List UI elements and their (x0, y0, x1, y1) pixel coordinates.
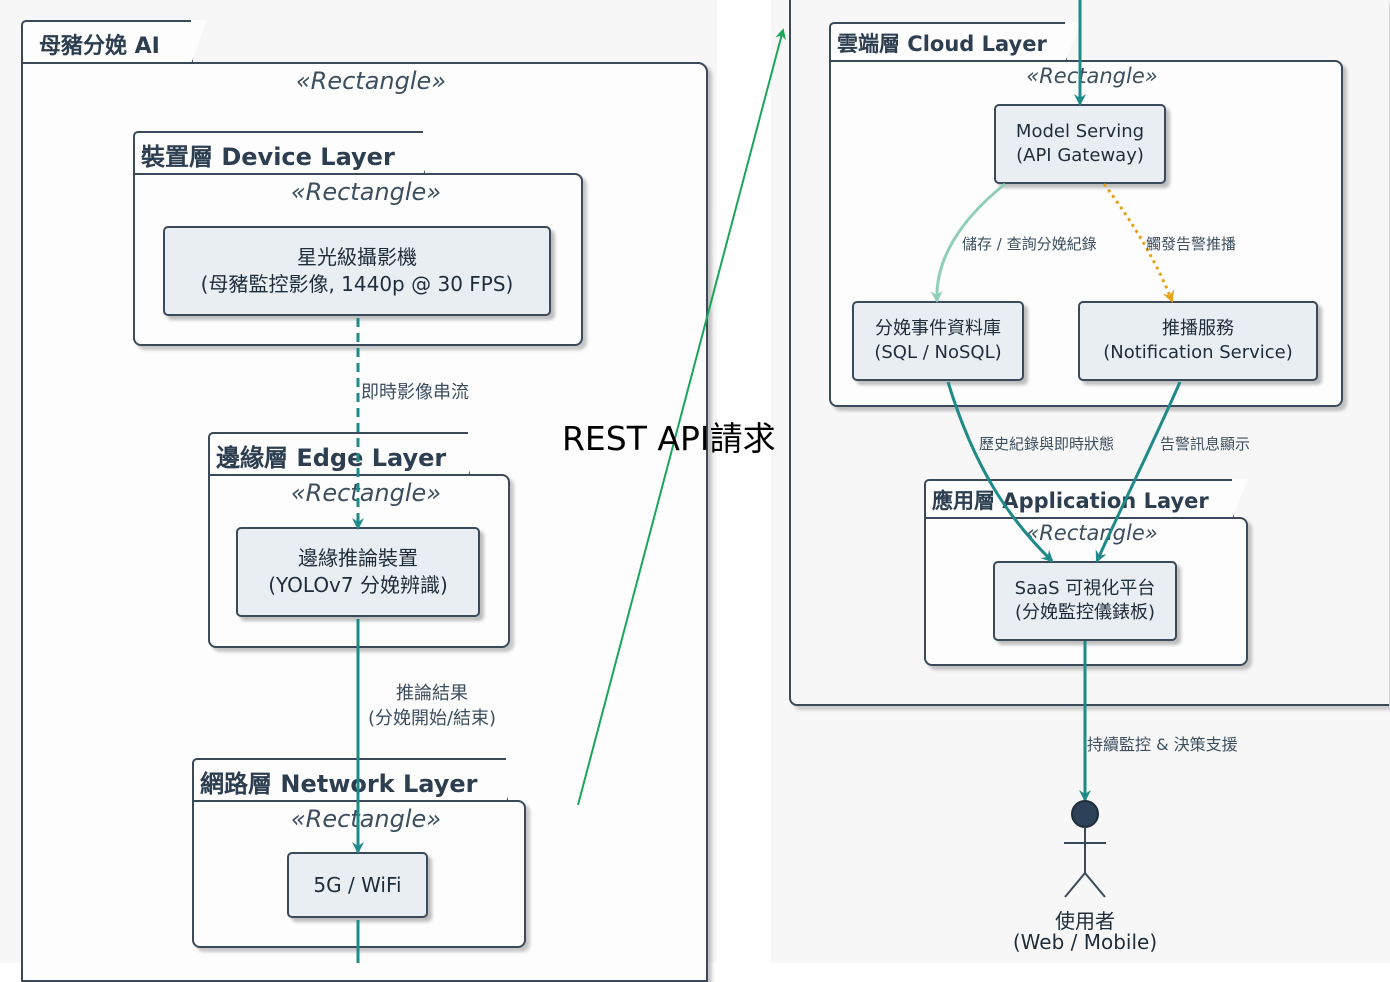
notification-service-node-name: 推播服務 (1162, 318, 1234, 339)
event-database-node-name: 分娩事件資料庫 (875, 318, 1001, 339)
application-layer-stereotype: «Rectangle» (1026, 521, 1158, 545)
saas-platform-node: SaaS 可視化平台 (分娩監控儀錶板) (993, 561, 1177, 641)
network-node: 5G / WiFi (287, 852, 428, 918)
outer-package-title: 母豬分娩 AI (39, 34, 160, 59)
application-layer-tab: 應用層 Application Layer (924, 479, 1248, 519)
trigger-alert-edge (1102, 183, 1174, 303)
application-layer-title: 應用層 Application Layer (932, 489, 1209, 513)
event-database-node-detail: (SQL / NoSQL) (874, 342, 1002, 363)
network-layer-stereotype: «Rectangle» (290, 805, 442, 833)
api-gateway-node-name: Model Serving (1015, 121, 1145, 142)
cloud-layer-title: 雲端層 Cloud Layer (837, 32, 1047, 56)
device-layer-tab: 裝置層 Device Layer (133, 131, 439, 175)
actor-name: 使用者 (1055, 909, 1115, 933)
camera-node-detail: (母豬監控影像, 1440p @ 30 FPS) (200, 272, 514, 296)
alert-msg-edge (1095, 381, 1182, 563)
result-label-line1: 推論結果 (396, 683, 468, 704)
network-node-name: 5G / WiFi (313, 873, 402, 897)
rest-api-request-label: REST API請求 (562, 419, 776, 458)
camera-node-name: 星光級攝影機 (297, 245, 417, 269)
edge-layer-tab: 邊緣層 Edge Layer (208, 432, 484, 476)
stream-label: 即時影像串流 (361, 382, 469, 403)
edge-inference-node-detail: (YOLOv7 分娩辨識) (268, 573, 448, 597)
notification-service-node: 推播服務 (Notification Service) (1078, 301, 1318, 381)
network-layer-tab: 網路層 Network Layer (192, 758, 522, 802)
rest-api-arrow (577, 28, 786, 806)
camera-node: 星光級攝影機 (母豬監控影像, 1440p @ 30 FPS) (163, 226, 551, 316)
api-gateway-node-detail: (API Gateway) (1016, 145, 1144, 166)
trigger-alert-label: 觸發告警推播 (1146, 235, 1237, 253)
network-layer-title: 網路層 Network Layer (200, 770, 478, 798)
edge-layer-title: 邊緣層 Edge Layer (216, 444, 447, 472)
api-gateway-node: Model Serving (API Gateway) (994, 104, 1166, 184)
actor-figure (1064, 800, 1106, 898)
edge-inference-node: 邊緣推論裝置 (YOLOv7 分娩辨識) (236, 527, 480, 617)
history-label: 歷史紀錄與即時狀態 (979, 435, 1115, 453)
notification-service-node-detail: (Notification Service) (1103, 342, 1293, 363)
actor-detail: (Web / Mobile) (1012, 930, 1158, 954)
store-query-edge (930, 182, 1006, 303)
cloud-layer-stereotype: «Rectangle» (1026, 64, 1158, 88)
store-query-label: 儲存 / 查詢分娩紀錄 (962, 235, 1097, 253)
device-layer-stereotype: «Rectangle» (290, 178, 442, 206)
edge-layer-stereotype: «Rectangle» (290, 479, 442, 507)
outer-stereotype: «Rectangle» (295, 67, 447, 95)
result-label-line2: (分娩開始/結束) (367, 708, 497, 729)
saas-platform-node-name: SaaS 可視化平台 (1014, 578, 1156, 599)
alert-msg-label: 告警訊息顯示 (1160, 435, 1251, 453)
device-layer-title: 裝置層 Device Layer (141, 143, 395, 171)
edge-inference-node-name: 邊緣推論裝置 (298, 546, 418, 570)
monitor-label: 持續監控 & 決策支援 (1087, 735, 1238, 754)
cloud-layer-tab: 雲端層 Cloud Layer (829, 22, 1081, 62)
saas-platform-node-detail: (分娩監控儀錶板) (1014, 602, 1156, 623)
event-database-node: 分娩事件資料庫 (SQL / NoSQL) (852, 301, 1024, 381)
outer-package-tab: 母豬分娩 AI (21, 20, 207, 64)
history-edge (946, 381, 1054, 563)
